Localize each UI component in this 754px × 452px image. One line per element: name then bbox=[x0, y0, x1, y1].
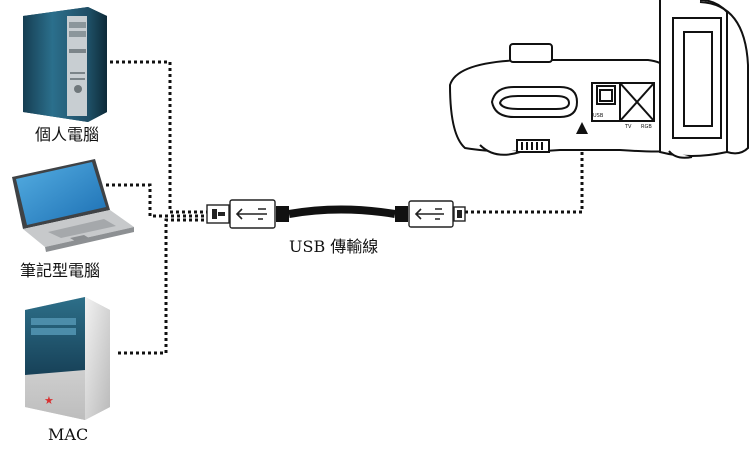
notebook-icon bbox=[12, 159, 134, 252]
mac-tower-icon: ★ bbox=[25, 297, 110, 420]
pc-tower-icon bbox=[23, 7, 107, 122]
projector-rgb-label: RGB bbox=[641, 124, 652, 130]
mac-star-icon: ★ bbox=[44, 394, 54, 407]
pc-connection-line bbox=[110, 60, 207, 214]
pc-label: 個人電腦 bbox=[35, 125, 100, 144]
notebook-connection-line bbox=[106, 183, 207, 218]
notebook-label: 筆記型電腦 bbox=[20, 261, 101, 280]
usb-cable-label: USB 傳輸線 bbox=[289, 237, 379, 256]
document-camera-device bbox=[448, 0, 749, 159]
projector-tv-label: TV bbox=[624, 124, 632, 130]
dotted-connection-lines bbox=[106, 60, 584, 355]
mac-connection-line bbox=[118, 218, 207, 355]
projector-connection-line bbox=[465, 128, 584, 214]
mac-label: MAC bbox=[48, 425, 89, 444]
projector-usb-port-label: USB bbox=[593, 113, 604, 119]
usb-port-pointer-arrow bbox=[576, 122, 588, 134]
usb-cable-graphic bbox=[206, 199, 466, 229]
